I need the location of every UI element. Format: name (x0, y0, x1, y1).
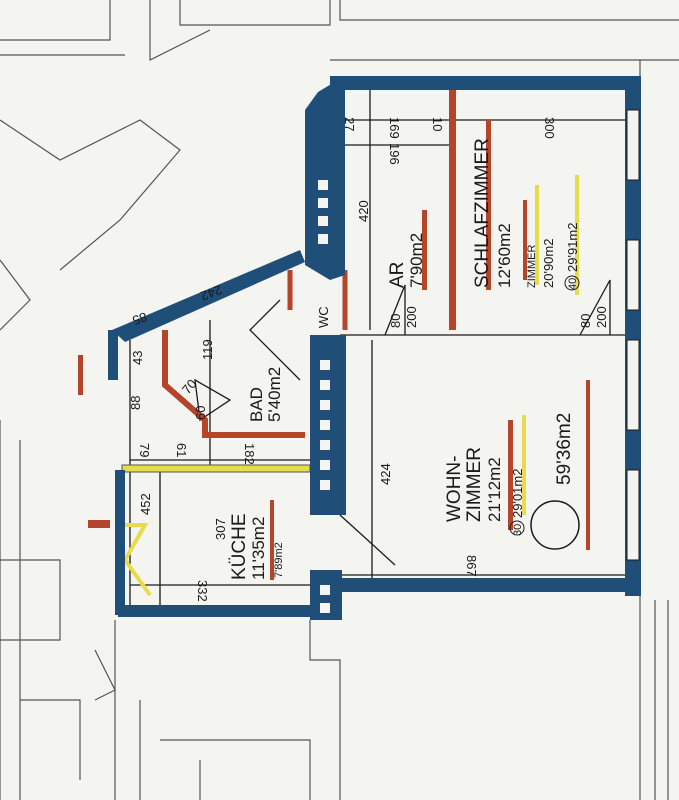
ar-label: AR (387, 262, 408, 288)
dim-307: 307 (213, 518, 228, 540)
dim-424: 424 (378, 463, 393, 485)
ar-area: 7'90m2 (407, 233, 426, 288)
dim-196: 196 (387, 143, 402, 165)
dim-61: 61 (174, 443, 189, 457)
schlafzimmer-area: 12'60m2 (495, 223, 514, 288)
wohnzimmer-label-1: WOHN- (444, 456, 465, 522)
dim-200-ar: 200 (404, 306, 419, 328)
dim-85: 85 (130, 309, 149, 328)
dim-452: 452 (138, 493, 153, 515)
load-bearing-walls (108, 76, 641, 620)
wc-label: WC (316, 306, 331, 328)
dim-80-schlaf: 80 (578, 314, 593, 328)
schlafzimmer-total: 29'91m2 (565, 223, 580, 272)
bath-wall (162, 330, 305, 438)
schlafzimmer-label: SCHLAFZIMMER (472, 138, 493, 288)
dim-867: 867 (464, 555, 479, 577)
chimney-flues (318, 180, 330, 613)
bedroom-ar-wall (449, 90, 456, 330)
dim-200-schlaf: 200 (594, 306, 609, 328)
dim-43: 43 (130, 351, 145, 365)
dim-420: 420 (356, 200, 371, 222)
wohnzimmer-area: 21'12m2 (485, 457, 504, 522)
area-highlights (78, 120, 590, 580)
kitchen-bath-wall (121, 464, 311, 473)
windows (626, 109, 640, 561)
dim-10: 10 (430, 117, 445, 131)
wohnzimmer-alt-area: 29'01m2 (510, 469, 525, 518)
dim-169: 169 (387, 117, 402, 139)
kueche-area: 11'35m2 (249, 517, 268, 580)
kueche-label: KÜCHE (229, 513, 250, 580)
interior-lines (129, 90, 630, 610)
room-number-circle (509, 520, 525, 536)
bad-area: 5'40m2 (265, 367, 284, 422)
wc-wall (287, 270, 348, 330)
dim-88: 88 (128, 396, 143, 410)
dim-182: 182 (242, 443, 257, 465)
wohnzimmer-circle-no: 30 (512, 524, 524, 536)
bad-label: BAD (247, 387, 266, 422)
kueche-alt-area: 7'89m2 (273, 542, 285, 578)
wohnzimmer-label-2: ZIMMER (464, 447, 485, 522)
dim-27: 27 (342, 117, 357, 131)
kitchen-counter (122, 523, 152, 597)
dim-79: 79 (137, 443, 152, 457)
dim-332: 332 (195, 580, 210, 602)
dim-300: 300 (542, 117, 557, 139)
total-area-circle (530, 500, 580, 550)
zimmer-area: 20'90m2 (541, 239, 556, 288)
dim-119: 119 (200, 339, 215, 360)
dim-80-ar: 80 (388, 314, 403, 328)
room-number-circle (564, 275, 580, 291)
dim-60: 60 (193, 406, 208, 420)
zimmer-label: ZIMMER (526, 245, 538, 288)
wohnzimmer-total: 59'36m2 (554, 413, 575, 485)
schlafzimmer-circle-no: 40 (567, 278, 579, 290)
dim-242: 242 (199, 282, 225, 304)
